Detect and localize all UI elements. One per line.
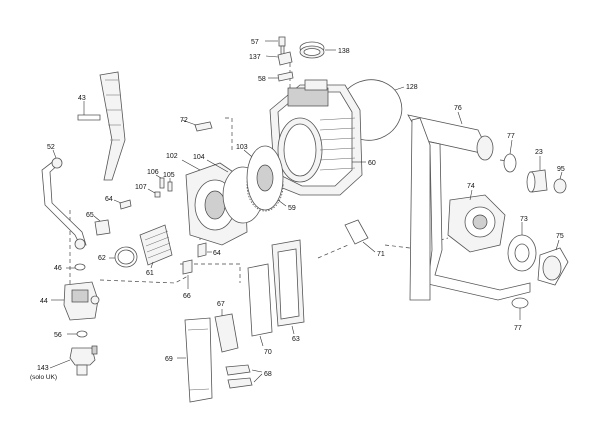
part-69-panel: 69	[165, 317, 213, 403]
part-44-gas-valve: 44	[40, 281, 100, 321]
label-103: 103	[236, 144, 248, 151]
label-69: 69	[165, 356, 173, 363]
label-105: 105	[163, 172, 175, 179]
label-65: 65	[86, 212, 94, 219]
label-128: 128	[406, 84, 418, 91]
part-72-sensor: 72	[180, 117, 213, 132]
label-58: 58	[258, 76, 266, 83]
part-67-part: 67	[214, 301, 239, 353]
part-71-gasket: 71	[344, 219, 385, 258]
part-62-oring: 62	[98, 246, 138, 268]
label-46: 46	[54, 265, 62, 272]
label-64a: 64	[105, 196, 113, 203]
label-52: 52	[47, 144, 55, 151]
label-75: 75	[556, 233, 564, 240]
label-60: 60	[368, 160, 376, 167]
label-72: 72	[180, 117, 188, 124]
part-106-electrode: 106	[147, 169, 165, 189]
label-95: 95	[557, 166, 565, 173]
label-64b: 64	[213, 250, 221, 257]
label-68: 68	[264, 371, 272, 378]
label-70: 70	[264, 349, 272, 356]
part-74-fan: 74	[447, 183, 506, 253]
part-52-pipe: 52	[41, 144, 87, 250]
label-59: 59	[288, 205, 296, 212]
part-64-bracket-b: 64	[197, 242, 221, 258]
part-95-cap: 95	[553, 166, 567, 194]
part-43-cable: 43	[77, 71, 126, 181]
label-77b: 77	[514, 325, 522, 332]
part-137-bracket: 137	[249, 51, 293, 66]
label-143-note: (solo UK)	[30, 374, 57, 381]
label-77a: 77	[507, 133, 515, 140]
part-138-ring: 138	[299, 41, 350, 59]
part-57-screw: 57	[251, 36, 286, 55]
label-62: 62	[98, 255, 106, 262]
part-65-valve: 65	[86, 212, 111, 236]
label-73: 73	[520, 216, 528, 223]
part-70-gasket: 70	[247, 263, 273, 356]
part-75-flange: 75	[537, 233, 569, 286]
label-23: 23	[535, 149, 543, 156]
label-104: 104	[193, 154, 205, 161]
part-63-cover: 63	[271, 239, 305, 343]
label-138: 138	[338, 48, 350, 55]
part-46-washer: 46	[54, 263, 86, 272]
part-56-washer: 56	[54, 330, 88, 339]
label-107: 107	[135, 184, 147, 191]
label-71: 71	[377, 251, 385, 258]
part-61-burner: 61	[139, 224, 173, 277]
label-76: 76	[454, 105, 462, 112]
part-64-screw-a: 64	[105, 196, 132, 210]
part-23-adapter: 23	[526, 149, 548, 193]
label-61: 61	[146, 270, 154, 277]
part-105-electrode: 105	[163, 172, 175, 192]
part-59-insulation: 59	[246, 145, 296, 212]
label-74: 74	[467, 183, 475, 190]
label-63: 63	[292, 336, 300, 343]
label-43: 43	[78, 95, 86, 102]
part-58-clip: 58	[258, 71, 294, 83]
part-60-heat-exchanger: 60	[269, 79, 376, 196]
label-44: 44	[40, 298, 48, 305]
part-143-tap: 143 (solo UK)	[30, 345, 98, 381]
part-76-flue-pipe: 76	[407, 105, 531, 301]
label-57: 57	[251, 39, 259, 46]
label-56: 56	[54, 332, 62, 339]
part-66-clip: 66	[182, 259, 193, 300]
label-67: 67	[217, 301, 225, 308]
part-68-seals: 68	[225, 364, 272, 389]
label-137: 137	[249, 54, 261, 61]
part-77-clamp-top: 77	[503, 133, 517, 173]
part-73-gasket: 73	[507, 216, 537, 272]
label-106: 106	[147, 169, 159, 176]
label-66: 66	[183, 293, 191, 300]
part-77-clamp-bottom: 77	[511, 297, 529, 332]
label-143: 143	[37, 365, 49, 372]
label-102: 102	[166, 153, 178, 160]
part-107-screw: 107	[135, 184, 161, 198]
